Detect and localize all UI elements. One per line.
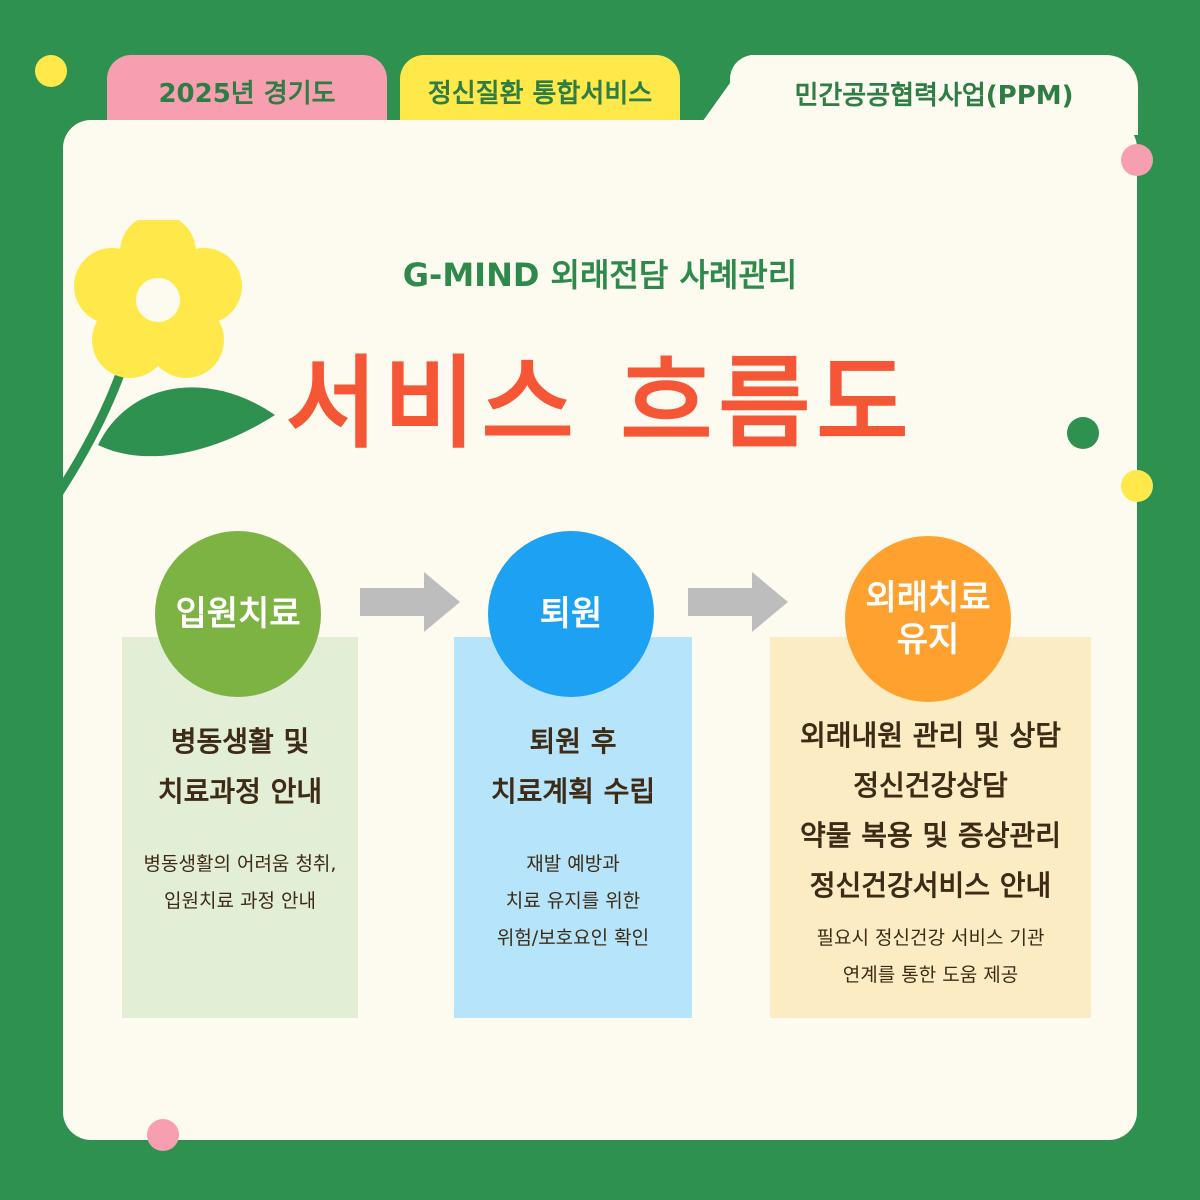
step-circle-outpatient: 외래치료 유지: [845, 536, 1011, 702]
step-body-inpatient: 병동생활의 어려움 청취, 입원치료 과정 안내: [110, 846, 370, 920]
body-line: 연계를 통한 도움 제공: [842, 964, 1019, 986]
decorative-dot: [1121, 470, 1153, 502]
tab-2025-gyeonggi: 2025년 경기도: [107, 55, 387, 125]
heading-line: 치료계획 수립: [490, 775, 656, 808]
step-heading-discharge: 퇴원 후 치료계획 수립: [454, 717, 692, 817]
flower-decoration: [0, 220, 275, 583]
body-line: 병동생활의 어려움 청취,: [143, 853, 337, 875]
tab-mental-health-service: 정신질환 통합서비스: [400, 55, 680, 125]
heading-line: 약물 복용 및 증상관리: [799, 819, 1062, 852]
page-subtitle: G-MIND 외래전담 사례관리: [402, 256, 798, 294]
body-line: 재발 예방과: [526, 853, 620, 875]
step-panel-discharge: [454, 637, 692, 1018]
heading-line: 치료과정 안내: [157, 775, 323, 808]
decorative-dot: [35, 55, 67, 87]
body-line: 치료 유지를 위한: [505, 890, 641, 912]
step-heading-inpatient: 병동생활 및 치료과정 안내: [122, 717, 358, 817]
body-line: 필요시 정신건강 서비스 기관: [816, 927, 1045, 949]
step-body-discharge: 재발 예방과 치료 유지를 위한 위험/보호요인 확인: [454, 846, 692, 957]
body-line: 입원치료 과정 안내: [164, 890, 316, 912]
decorative-dot: [1121, 144, 1153, 176]
tab-label: 민간공공협력사업(PPM): [794, 81, 1074, 111]
heading-line: 외래내원 관리 및 상담: [799, 719, 1062, 752]
heading-line: 정신건강상담: [853, 769, 1008, 802]
step-panel-inpatient: [122, 637, 358, 1018]
page-title: 서비스 흐름도: [285, 345, 915, 462]
heading-line: 정신건강서비스 안내: [809, 869, 1052, 902]
tab-label: 정신질환 통합서비스: [427, 79, 653, 109]
arrow-right-icon: [688, 572, 788, 632]
body-line: 위험/보호요인 확인: [496, 927, 650, 949]
step-circle-discharge: 퇴원: [488, 531, 654, 697]
step-body-outpatient: 필요시 정신건강 서비스 기관 연계를 통한 도움 제공: [770, 920, 1091, 994]
arrow-right-icon: [360, 572, 460, 632]
tab-label: 2025년 경기도: [158, 79, 336, 109]
heading-line: 병동생활 및: [170, 725, 310, 758]
decorative-dot: [147, 1119, 179, 1151]
step-circle-inpatient: 입원치료: [155, 531, 321, 697]
step-heading-outpatient: 외래내원 관리 및 상담 정신건강상담 약물 복용 및 증상관리 정신건강서비스…: [770, 711, 1091, 911]
heading-line: 퇴원 후: [529, 725, 617, 758]
decorative-dot: [1067, 417, 1099, 449]
